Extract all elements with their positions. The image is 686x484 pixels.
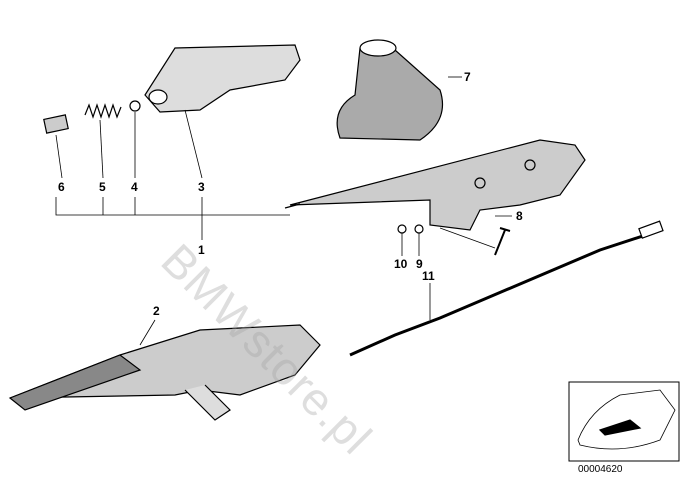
callout-3: 3 [198,180,205,194]
callout-5: 5 [99,180,106,194]
gaiter-boot-part [336,39,444,141]
leader-lines [55,76,512,346]
callout-7: 7 [464,70,471,84]
vehicle-location-inset [568,381,680,462]
callout-1: 1 [198,243,205,257]
nut-part [414,224,424,234]
nut-part [397,224,407,234]
callout-4: 4 [131,180,138,194]
lower-lever-part [8,324,321,421]
bolt-part [494,227,511,256]
pin-part [43,114,69,134]
upper-lever-part [284,139,586,231]
callout-8: 8 [516,209,523,223]
spring-part [84,103,122,119]
callout-11: 11 [422,269,435,283]
callout-10: 10 [394,257,408,271]
callout-9: 9 [416,257,423,271]
handle-grip-part [144,44,301,113]
callout-6: 6 [58,180,65,194]
washer-part [129,100,141,112]
cable-part [349,220,664,357]
reference-number: 00004620 [578,464,623,475]
callout-2: 2 [153,304,160,318]
